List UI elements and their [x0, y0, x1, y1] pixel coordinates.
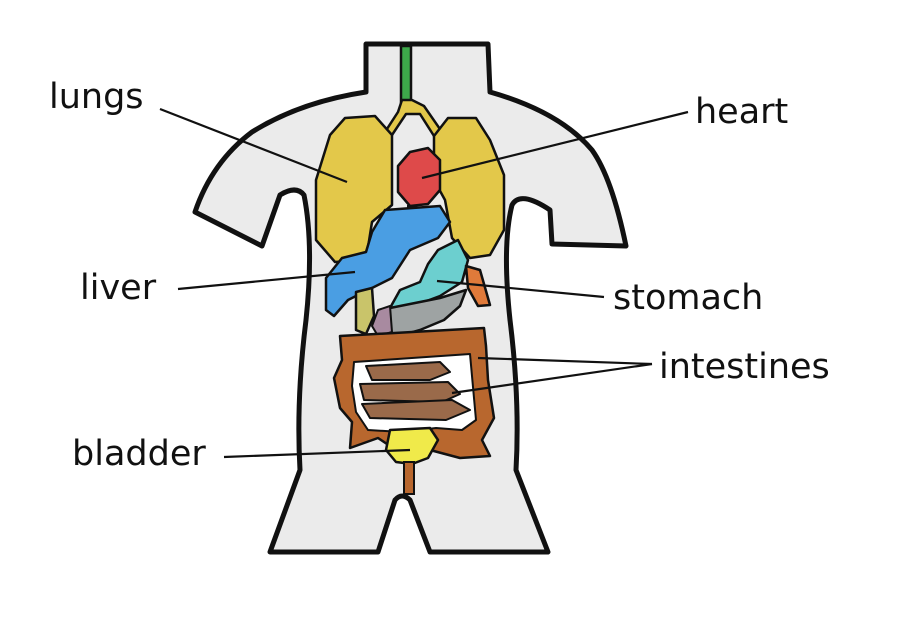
label-liver: liver: [80, 268, 157, 308]
label-bladder: bladder: [72, 434, 206, 474]
leader-line-liver: [177, 270, 356, 291]
leader-line-stomach: [436, 279, 605, 299]
urethra: [403, 461, 415, 495]
right-lung: [432, 116, 506, 260]
leader-line-intestines-lower: [451, 362, 653, 395]
heart-organ: [396, 146, 442, 208]
bronchi: [383, 98, 444, 138]
leader-line-intestines-upper: [477, 356, 653, 366]
bladder-organ: [384, 426, 440, 466]
leader-line-bladder: [223, 448, 411, 459]
trachea: [399, 44, 413, 106]
leader-lines: [159, 107, 689, 459]
label-stomach: stomach: [613, 278, 764, 318]
label-intestines: intestines: [659, 347, 830, 387]
small-intestine: [359, 361, 471, 421]
label-lungs: lungs: [49, 77, 144, 117]
label-heart: heart: [695, 92, 789, 132]
leader-line-lungs: [159, 107, 348, 184]
gallbladder: [354, 286, 376, 336]
leader-line-heart: [421, 110, 689, 180]
liver-organ: [324, 204, 452, 318]
